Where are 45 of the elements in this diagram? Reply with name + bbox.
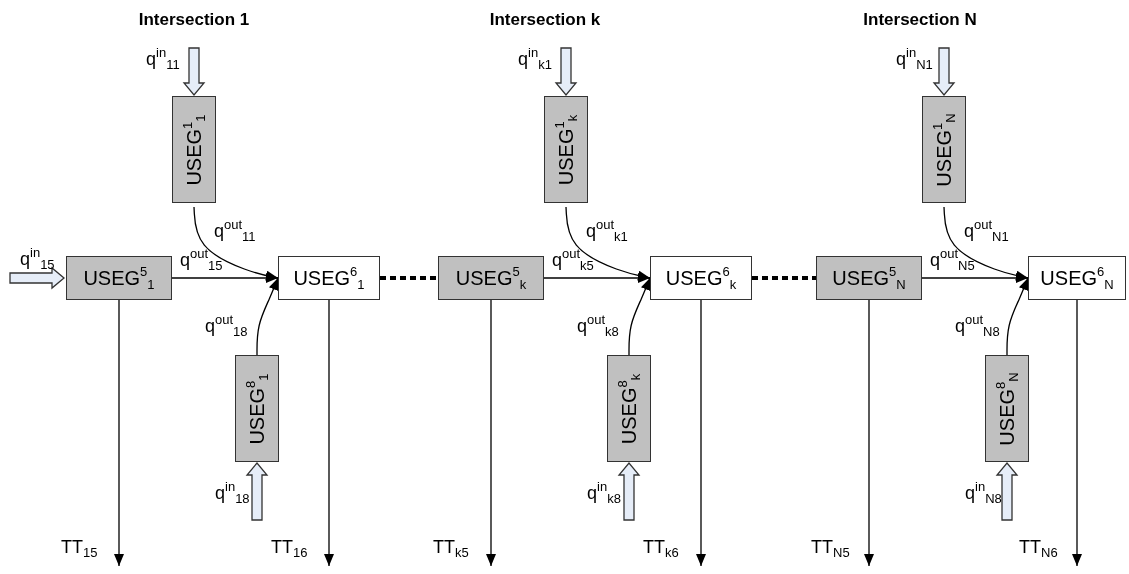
intersection-heading: Intersection k (489, 10, 601, 30)
inflow-arrow (245, 462, 269, 521)
segment-box (66, 256, 172, 300)
segment-box (922, 96, 966, 203)
inflow-arrow (995, 462, 1019, 521)
segment-box (985, 355, 1029, 462)
flow-arrow (1006, 277, 1029, 356)
segment-box (650, 256, 752, 300)
flow-arrow (565, 206, 651, 281)
dotted-link (380, 276, 438, 280)
inflow-arrow (554, 47, 578, 96)
flow-arrow (943, 206, 1029, 281)
segment-box (607, 355, 651, 462)
segment-box (816, 256, 922, 300)
inflow-arrow (182, 47, 206, 96)
segment-box (278, 256, 380, 300)
flow-arrow (921, 273, 1029, 283)
segment-box (438, 256, 544, 300)
edge-label: TT$_{15}$ (61, 538, 98, 559)
flow-arrow (256, 277, 279, 356)
edge-label: TT$_{k5}$ (433, 538, 469, 559)
segment-box (544, 96, 588, 203)
flow-arrow (628, 277, 651, 356)
outflow-arrow (1072, 299, 1082, 567)
inflow-arrow (9, 266, 65, 290)
intersection-heading: Intersection N (863, 10, 977, 30)
inflow-arrow (932, 47, 956, 96)
intersection-heading: Intersection 1 (138, 10, 250, 30)
edge-label: TT$_{k6}$ (643, 538, 679, 559)
flow-arrow (171, 273, 279, 283)
segment-box (1028, 256, 1126, 300)
outflow-arrow (324, 299, 334, 567)
segment-box (172, 96, 216, 203)
edge-label: TT$_{16}$ (271, 538, 308, 559)
outflow-arrow (114, 299, 124, 567)
outflow-arrow (696, 299, 706, 567)
inflow-arrow (617, 462, 641, 521)
outflow-arrow (864, 299, 874, 567)
segment-box (235, 355, 279, 462)
outflow-arrow (486, 299, 496, 567)
dotted-link (752, 276, 816, 280)
edge-label: TT$_{N5}$ (811, 538, 850, 559)
edge-label: TT$_{N6}$ (1019, 538, 1058, 559)
flow-arrow (543, 273, 651, 283)
flow-arrow (193, 206, 279, 281)
